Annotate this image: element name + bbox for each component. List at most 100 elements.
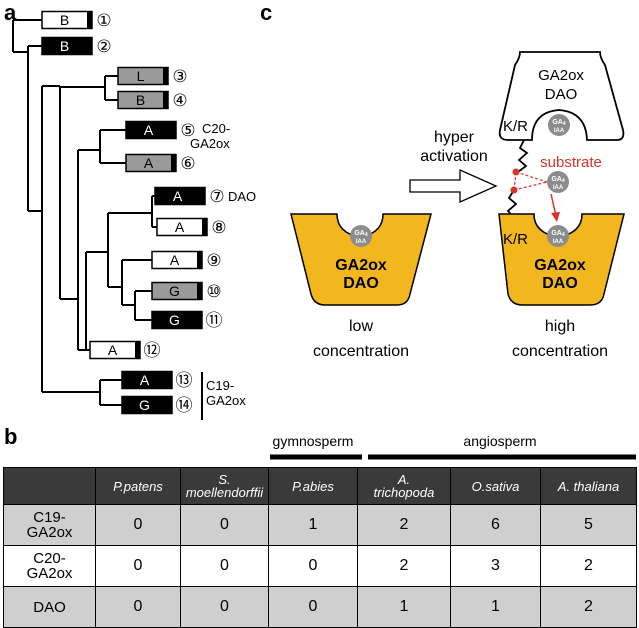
table-cell: 1	[357, 586, 451, 628]
low-label-2: concentration	[313, 343, 409, 360]
hyper-label: hyper	[434, 129, 475, 146]
gymnosperm-label: gymnosperm	[273, 433, 354, 449]
leaf-letter: B	[60, 38, 69, 54]
header-corner	[3, 467, 96, 505]
leaf-letter: A	[170, 252, 180, 268]
panel-label-c: c	[260, 0, 272, 25]
table-cell: 3	[450, 545, 541, 587]
leaf-number: ④	[172, 91, 187, 111]
leaf-box-edge	[167, 371, 172, 389]
table-header-row: P.patens S.moellendorffii P.abies A.tric…	[3, 467, 637, 505]
table-row-c19: C19-GA2ox 0 0 1 2 6 5	[3, 504, 637, 546]
low-label-1: low	[349, 318, 373, 335]
row-label-dao: DAO	[3, 586, 96, 628]
substrate-ball-top	[548, 114, 570, 136]
leaf-letter: B	[136, 92, 145, 108]
leaf-letter: G	[139, 397, 150, 413]
leaf-letter: A	[108, 342, 118, 358]
table-cell: 2	[357, 545, 451, 587]
ga-label-high: GA4	[551, 230, 565, 238]
table-cell: 0	[268, 586, 358, 628]
leaf-letter: B	[60, 12, 69, 28]
leaf-letter: A	[144, 122, 154, 138]
leaf-box-edge	[171, 121, 176, 139]
table-cell: 2	[540, 545, 637, 587]
enzyme-high-name-1: GA2ox	[534, 257, 586, 274]
enzyme-top-name-2: DAO	[545, 86, 578, 103]
kr-label-top: K/R	[503, 118, 528, 135]
leaf-box-edge	[197, 251, 202, 269]
figure-canvas: a c	[4, 0, 636, 460]
leaf-letter: A	[173, 188, 183, 204]
leaf-number: ⑬	[176, 371, 193, 391]
leaf-letter: A	[140, 372, 150, 388]
table-cell: 2	[540, 586, 637, 628]
row-label-c19: C19-GA2ox	[3, 504, 96, 546]
activation-label: activation	[420, 148, 488, 165]
table-cell: 0	[180, 586, 269, 628]
ga-label-free: GA4	[551, 176, 565, 184]
table-row-c20: C20-GA2ox 0 0 0 2 3 2	[3, 545, 637, 587]
angiosperm-label: angiosperm	[463, 433, 536, 449]
leaf-box-edge	[171, 154, 176, 172]
species-count-table: P.patens S.moellendorffii P.abies A.tric…	[3, 467, 637, 628]
substrate-interaction	[513, 171, 548, 191]
interaction-dot-1	[512, 168, 520, 176]
leaf-box-edge	[197, 311, 202, 329]
table-cell: 2	[357, 504, 451, 546]
leaf-box-edge	[135, 341, 140, 359]
linker-top	[517, 139, 529, 173]
table-cell: 0	[180, 545, 269, 587]
substrate-ball-low	[350, 225, 372, 247]
hyper-activation-arrow	[409, 168, 498, 204]
leaf-box-edge	[200, 187, 205, 205]
leaf-letter: G	[169, 312, 180, 328]
table-cell: 6	[450, 504, 541, 546]
enzyme-low-shape	[290, 213, 432, 306]
leaf-box-edge	[197, 282, 202, 300]
leaf-letter: G	[169, 283, 180, 299]
kr-label-bottom: K/R	[503, 231, 528, 248]
leaf-letter: A	[175, 219, 185, 235]
leaf-number: ⑪	[206, 311, 223, 331]
table-cell: 1	[268, 504, 358, 546]
leaf-box-edge	[163, 91, 168, 109]
leaf-number: ③	[172, 67, 187, 87]
substrate-ball-free	[547, 171, 569, 193]
table-cell: 0	[180, 504, 269, 546]
enzyme-low-name-2: DAO	[343, 275, 379, 292]
high-label-2: concentration	[512, 343, 608, 360]
high-label-1: high	[545, 318, 575, 335]
leaf-number: ⑧	[211, 218, 226, 238]
iaa-label-top: IAA	[554, 128, 565, 134]
leaf-box-edge	[87, 37, 92, 55]
leaf-number: ⑩	[206, 282, 221, 302]
ga-label-low: GA4	[354, 230, 368, 238]
header-a-thaliana: A. thaliana	[540, 467, 637, 505]
enzyme-high-shape	[498, 213, 625, 306]
c19-label-line2: GA2ox	[206, 393, 246, 408]
panel-label-b: b	[4, 424, 17, 449]
header-s-moellendorffii: S.moellendorffii	[180, 467, 269, 505]
header-p-abies: P.abies	[268, 467, 358, 505]
ga-label-top: GA4	[552, 119, 566, 127]
c20-label-line1: C20-	[202, 121, 230, 136]
enzyme-top-shape	[498, 51, 625, 141]
leaf-number: ②	[96, 37, 111, 57]
table-cell: 0	[95, 504, 181, 546]
interaction-dot-2	[510, 186, 518, 194]
